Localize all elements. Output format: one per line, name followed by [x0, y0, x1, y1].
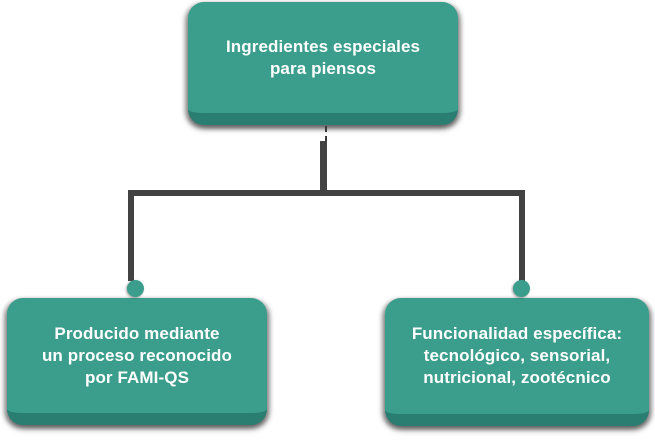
node-root: Ingredientes especiales para piensos [188, 2, 458, 125]
connector-dot-right [513, 280, 530, 297]
node-right-line-2: tecnológico, sensorial, [423, 346, 611, 365]
node-root-line-2: para piensos [269, 58, 377, 78]
node-right-line-3: nutricional, zootécnico [423, 368, 611, 387]
connector-dot-left [127, 280, 144, 297]
connector-drop-left [128, 190, 134, 281]
node-left: Producido mediante un proceso reconocido… [7, 298, 267, 425]
node-left-line-2: un proceso reconocido [41, 345, 233, 365]
connector-stem [320, 141, 327, 193]
node-left-line-1: Producido mediante [54, 323, 220, 343]
node-right-line-1: Funcionalidad específica: [411, 324, 623, 343]
node-root-line-1: Ingredientes especiales [225, 36, 421, 56]
node-right: Funcionalidad específica: tecnológico, s… [385, 298, 649, 426]
node-left-line-3: por FAMI-QS [84, 367, 190, 387]
connector-drop-right [519, 190, 525, 281]
connector-crossbar [128, 190, 525, 196]
connector-dashed-stub [325, 126, 327, 142]
